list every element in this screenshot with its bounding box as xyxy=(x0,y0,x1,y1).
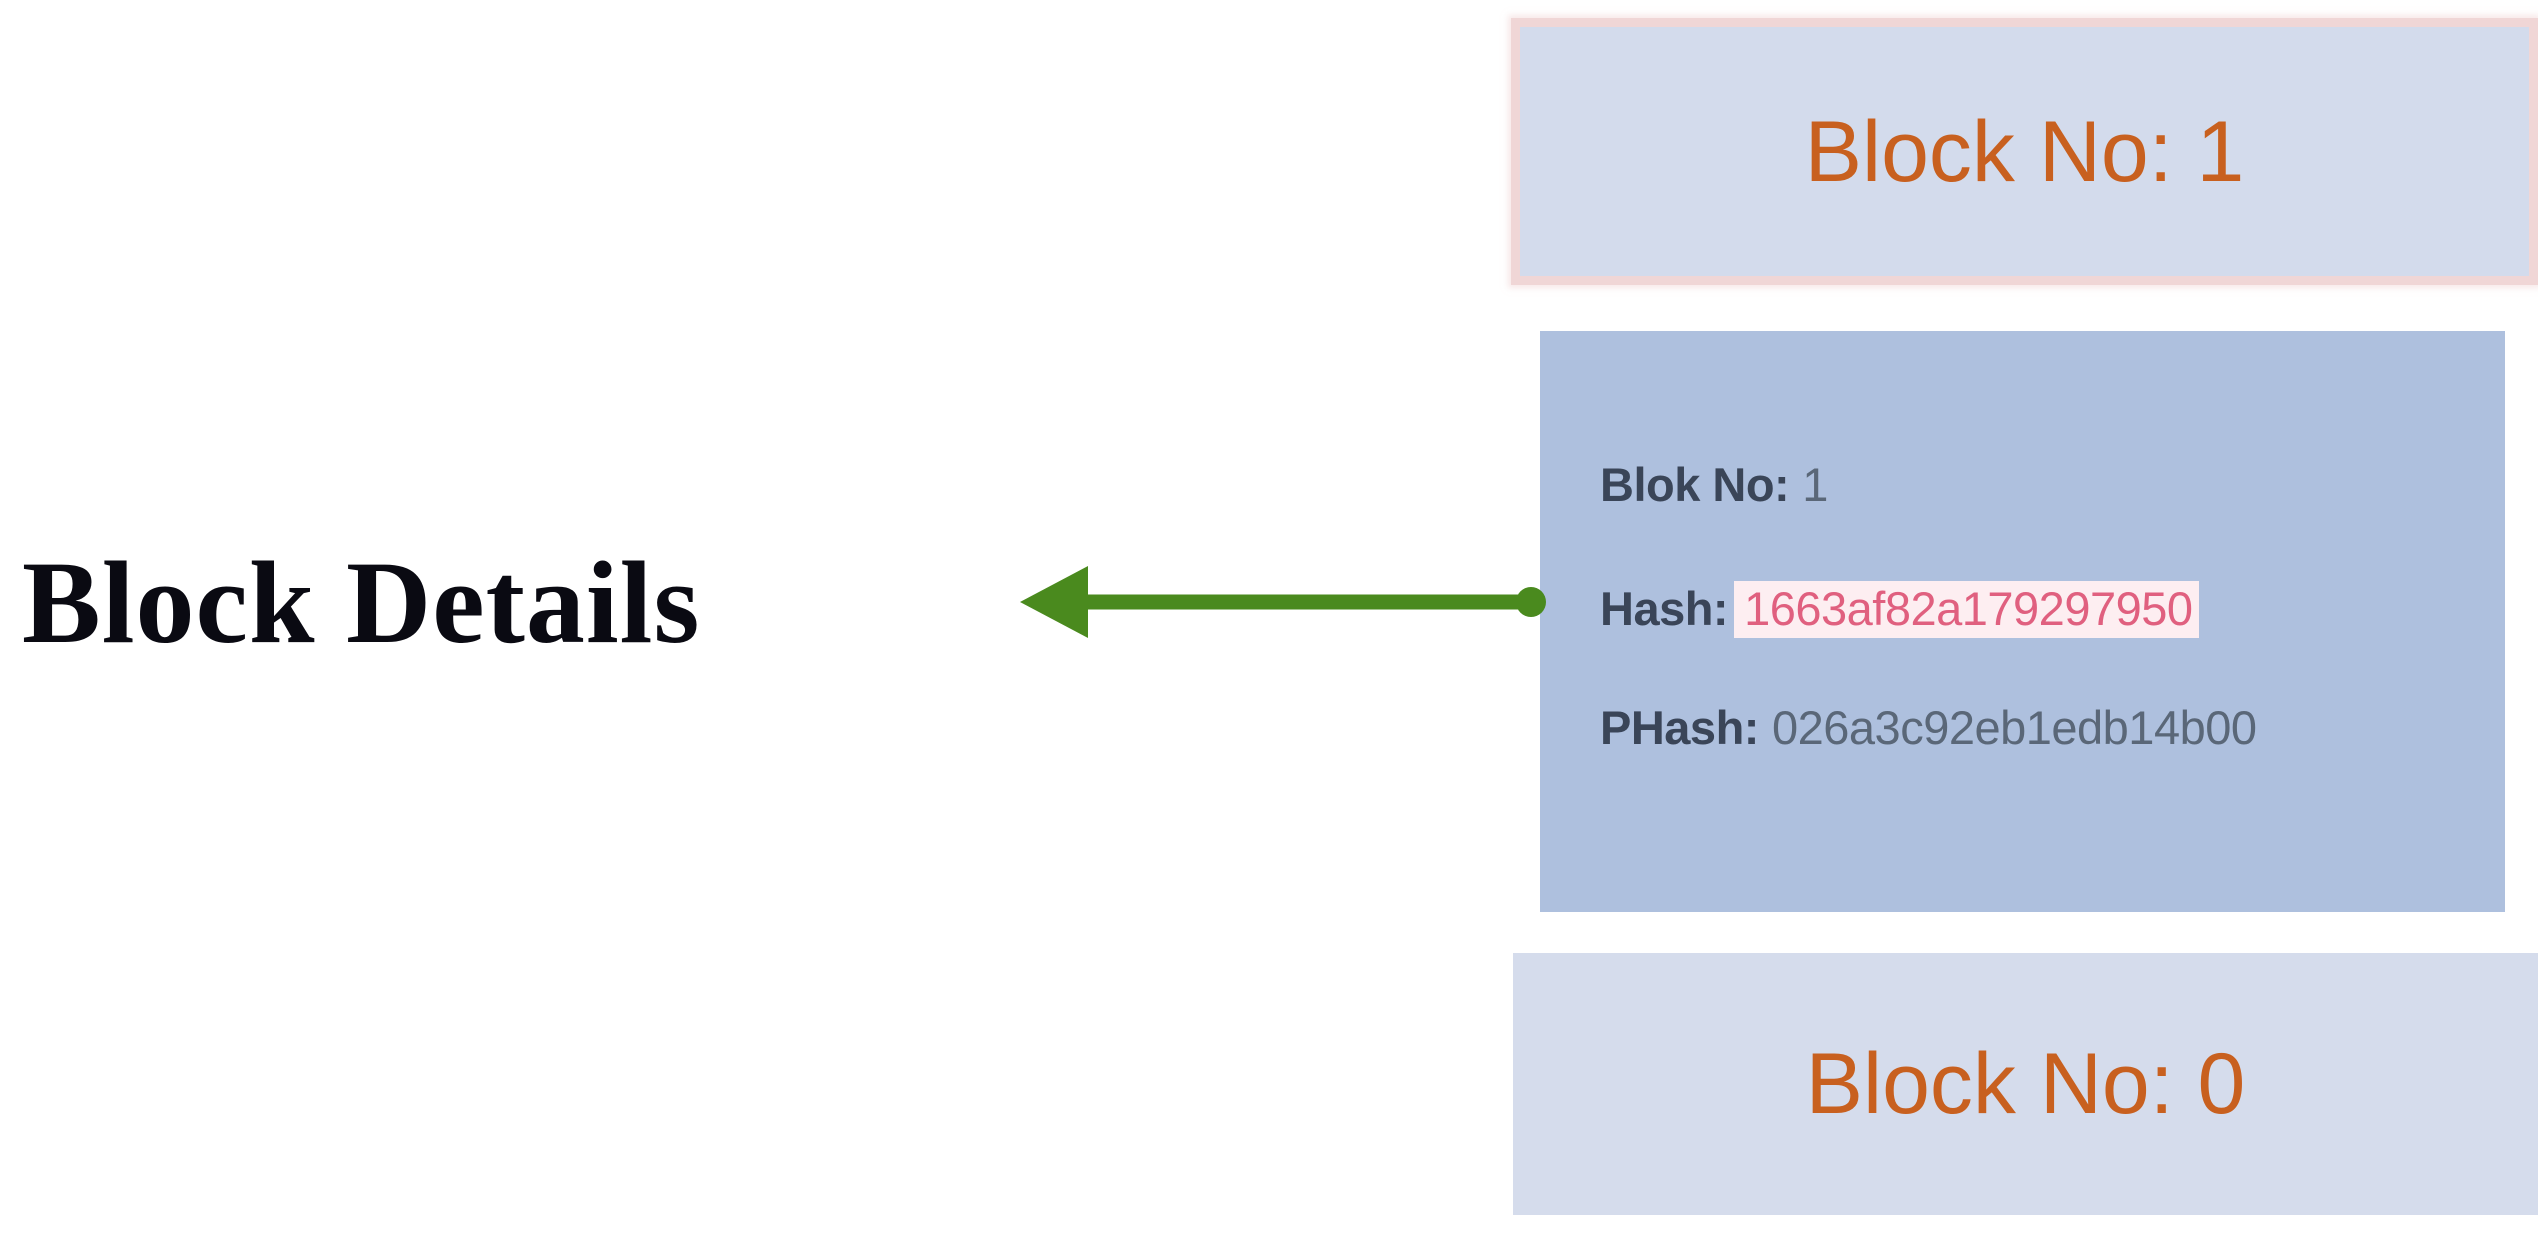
block-card-bottom[interactable]: Block No: 0 xyxy=(1513,953,2538,1215)
block-card-bottom-label: Block No: 0 xyxy=(1805,1036,2246,1132)
block-card-top-label: Block No: 1 xyxy=(1804,103,2245,200)
detail-label-phash: PHash: xyxy=(1600,701,1759,754)
left-arrow-icon xyxy=(1020,566,1546,638)
detail-value-hash: 1663af82a179297950 xyxy=(1734,581,2199,638)
detail-value-block-no: 1 xyxy=(1802,458,1828,511)
arrow-head xyxy=(1020,566,1088,638)
arrow-tail-dot xyxy=(1516,587,1546,617)
detail-label-block-no: Blok No: xyxy=(1600,458,1790,511)
detail-row-phash: PHash: 026a3c92eb1edb14b00 xyxy=(1600,704,2257,751)
block-card-top[interactable]: Block No: 1 xyxy=(1511,18,2538,285)
page-title: Block Details xyxy=(22,537,701,668)
detail-value-phash: 026a3c92eb1edb14b00 xyxy=(1772,701,2257,754)
block-details-panel[interactable]: Blok No: 1 Hash:1663af82a179297950 PHash… xyxy=(1540,331,2505,912)
detail-row-hash: Hash:1663af82a179297950 xyxy=(1600,581,2199,638)
detail-label-hash: Hash: xyxy=(1600,582,1729,635)
detail-row-block-no: Blok No: 1 xyxy=(1600,461,1828,508)
